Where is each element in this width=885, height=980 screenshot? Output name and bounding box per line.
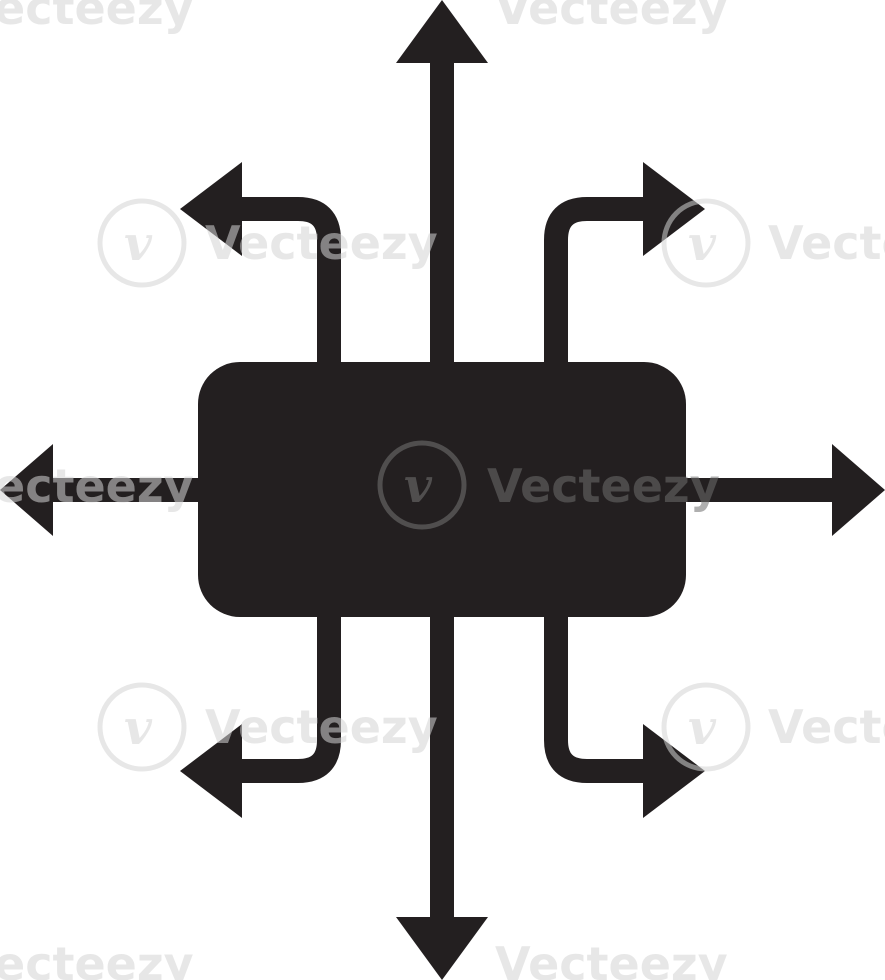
up-arrowhead [396, 0, 488, 63]
watermark-text-lower-right: Vecte [768, 700, 885, 754]
watermark-text-lower-left: Vecteezy [205, 700, 438, 754]
left-arrowhead [0, 444, 53, 536]
bottom-right-arrowhead [643, 724, 705, 818]
watermark-logo-letter-center: v [404, 458, 433, 514]
watermark-logo-upper-right [661, 198, 751, 288]
right-arrowhead [832, 444, 885, 536]
down-arrowhead [396, 917, 488, 980]
watermark-logo-letter-lower-left: v [124, 700, 153, 756]
watermark-logo-letter-upper-left: v [124, 216, 153, 272]
top-right-bent-shaft [544, 197, 653, 365]
bottom-left-bent-shaft [232, 614, 341, 783]
bottom-right-bent-shaft [544, 614, 653, 783]
watermark-text-top-left: ecteezy [0, 0, 194, 35]
top-left-bent-shaft [232, 197, 341, 365]
right-arrow-shaft [683, 478, 840, 502]
watermark-logo-letter-upper-right: v [688, 216, 717, 272]
watermark-logo-upper-left [97, 198, 187, 288]
watermark-text-center: Vecteezy [487, 459, 720, 513]
up-arrow-shaft [430, 55, 454, 365]
watermark-logo-lower-right [661, 682, 751, 772]
watermark-text-upper-right: Vecte [768, 216, 885, 270]
watermark-logo-center [377, 440, 467, 530]
watermark-logo-letter-lower-right: v [688, 700, 717, 756]
watermark-text-bottom-center: Vecteezy [495, 937, 728, 980]
center-hub-block [198, 362, 686, 617]
watermark-text-middle-left: ecteezy [0, 459, 194, 513]
down-arrow-shaft [430, 614, 454, 924]
watermark-text-bottom-left: ecteezy [0, 937, 194, 980]
top-left-arrowhead [180, 162, 242, 256]
bottom-left-arrowhead [180, 724, 242, 818]
watermark-logo-lower-left [97, 682, 187, 772]
top-right-arrowhead [643, 162, 705, 256]
watermark-text-top-center: Vecteezy [495, 0, 728, 35]
watermark-text-upper-left: Vecteezy [205, 216, 438, 270]
left-arrow-shaft [45, 478, 201, 502]
